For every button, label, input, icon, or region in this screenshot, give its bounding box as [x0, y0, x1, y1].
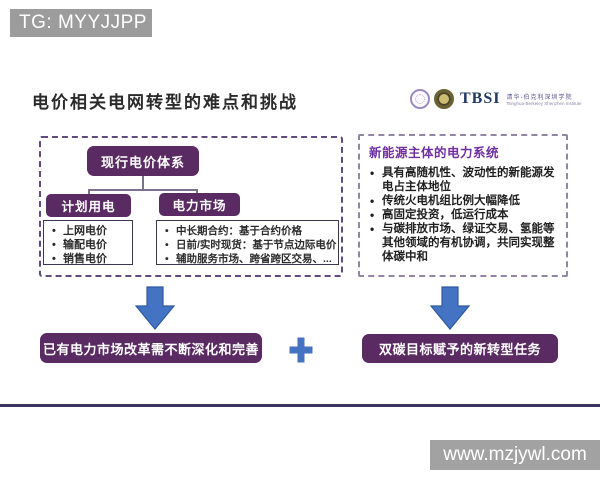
list-item: 传统火电机组比例大幅降低 [369, 194, 561, 208]
logo-acronym: TBSI [460, 90, 501, 107]
list-item: 输配电价 [50, 238, 130, 252]
power-market-list: 中长期合约：基于合约价格 日前/实时现货：基于节点边际电价 辅助服务市场、跨省跨… [157, 221, 338, 266]
list-item: 日前/实时现货：基于节点边际电价 [163, 238, 336, 252]
logo-subtext: 清华-伯克利深圳学院 Tsinghua-Berkeley Shenzhen In… [506, 92, 590, 107]
power-market-detail-box: 中长期合约：基于合约价格 日前/实时现货：基于节点边际电价 辅助服务市场、跨省跨… [156, 220, 339, 266]
bottom-watermark-label: www.mzjywl.com [430, 440, 600, 470]
berkeley-seal-icon [434, 89, 454, 109]
logo-name-en: Tsinghua-Berkeley Shenzhen Institute [506, 100, 583, 107]
down-arrow-icon [429, 286, 471, 330]
list-item: 中长期合约：基于合约价格 [163, 224, 336, 238]
flowchart-root-node: 现行电价体系 [87, 146, 199, 176]
new-energy-panel: 新能源主体的电力系统 具有高随机性、波动性的新能源发电占主体地位 传统火电机组比… [358, 134, 568, 277]
planned-power-detail-box: 上网电价 输配电价 销售电价 [43, 220, 133, 266]
connector-line [142, 176, 144, 189]
conclusion-left: 已有电力市场改革需不断深化和完善 [40, 333, 262, 363]
logo-name-cn: 清华-伯克利深圳学院 [506, 94, 573, 101]
list-item: 辅助服务市场、跨省跨区交易、... [163, 252, 336, 266]
new-energy-panel-title: 新能源主体的电力系统 [369, 146, 500, 160]
plus-icon [289, 337, 313, 363]
down-arrow-icon [134, 286, 176, 330]
slide-title: 电价相关电网转型的难点和挑战 [32, 93, 298, 112]
list-item: 高固定投资，低运行成本 [369, 208, 561, 222]
top-watermark-label: TG: MYYJJPP [10, 9, 152, 37]
tsinghua-seal-icon [410, 89, 430, 109]
new-energy-list: 具有高随机性、波动性的新能源发电占主体地位 传统火电机组比例大幅降低 高固定投资… [360, 166, 566, 264]
planned-power-list: 上网电价 输配电价 销售电价 [44, 221, 132, 266]
branch-node-planned-power: 计划用电 [46, 194, 131, 217]
tbsi-logo: TBSI 清华-伯克利深圳学院 Tsinghua-Berkeley Shenzh… [410, 89, 590, 109]
connector-line [88, 189, 198, 191]
list-item: 销售电价 [50, 252, 130, 266]
list-item: 上网电价 [50, 224, 130, 238]
connector-line [196, 189, 198, 194]
list-item: 具有高随机性、波动性的新能源发电占主体地位 [369, 166, 561, 194]
connector-line [88, 189, 90, 194]
branch-node-power-market: 电力市场 [159, 193, 240, 216]
conclusion-right: 双碳目标赋予的新转型任务 [362, 334, 558, 363]
slide-bottom-rule [0, 404, 600, 407]
list-item: 与碳排放市场、绿证交易、氢能等其他领域的有机协调，共同实现整体碳中和 [369, 222, 561, 264]
